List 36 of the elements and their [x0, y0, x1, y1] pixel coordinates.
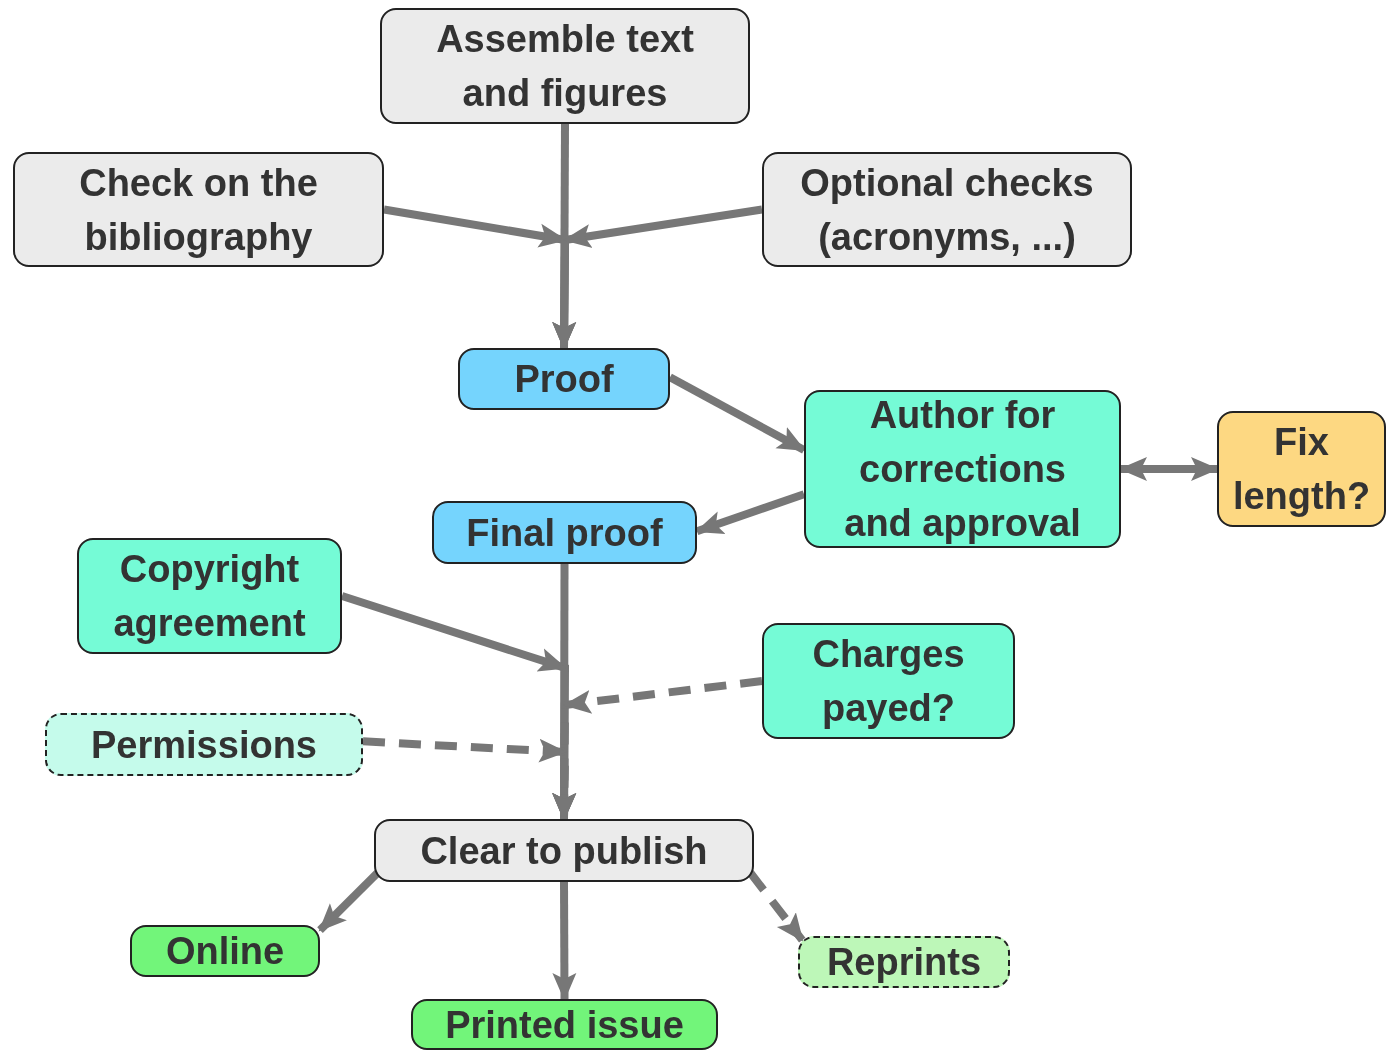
process-box	[77, 538, 342, 654]
node-label: Author for corrections and approval	[843, 393, 1082, 546]
node-label: Clear to publish	[420, 828, 708, 874]
node-label: Permissions	[91, 722, 317, 768]
arrow	[361, 737, 577, 821]
node-label: Online	[165, 929, 285, 974]
process-box	[1217, 411, 1386, 527]
arrow	[317, 869, 381, 934]
process-box	[804, 390, 1121, 548]
node-label: Optional checks (acronyms, ...)	[799, 160, 1095, 260]
process-box	[762, 152, 1132, 267]
node-label: Assemble text and figures	[435, 17, 695, 116]
node-label: Fix length?	[1232, 420, 1371, 519]
arrow	[1119, 457, 1219, 481]
node-label: Printed issue	[445, 1002, 684, 1048]
process-box	[130, 925, 320, 977]
arrow	[747, 870, 806, 943]
process-box	[798, 936, 1010, 988]
node-label: Reprints	[826, 940, 982, 985]
process-box	[762, 623, 1015, 739]
process-box	[432, 501, 697, 564]
arrow	[668, 373, 806, 454]
arrow	[552, 882, 577, 1001]
node-label: Check on the bibliography	[78, 160, 319, 260]
process-box	[45, 713, 363, 776]
process-box	[13, 152, 384, 267]
node-label: Final proof	[466, 510, 663, 556]
process-box	[380, 8, 750, 124]
process-box	[374, 819, 754, 882]
arrow	[695, 490, 806, 536]
process-box	[458, 348, 670, 410]
process-box	[411, 999, 718, 1050]
arrow	[552, 205, 763, 349]
node-label: Copyright agreement	[112, 547, 307, 646]
node-label: Charges payed?	[811, 632, 966, 731]
node-label: Proof	[514, 357, 614, 402]
